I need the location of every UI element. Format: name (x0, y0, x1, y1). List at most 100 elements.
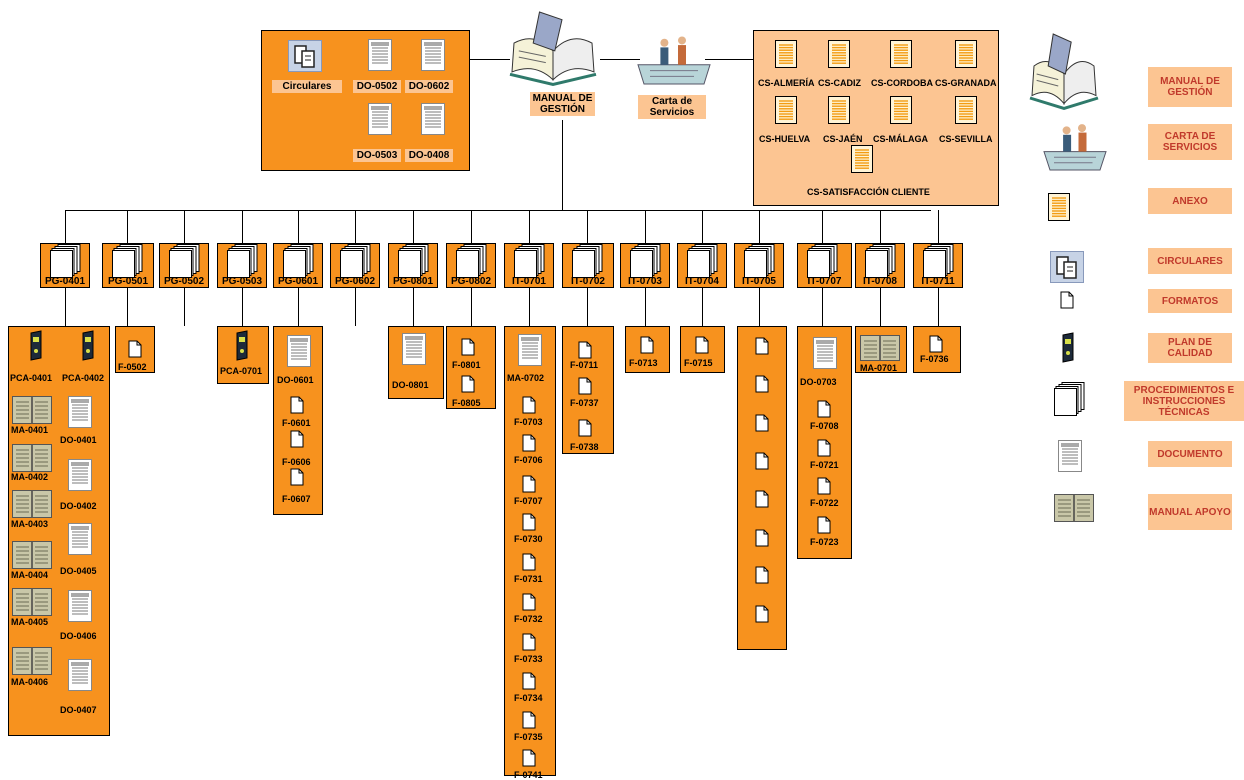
formato-icon (1060, 291, 1074, 309)
formato-icon (522, 711, 536, 729)
form-label: F-0711 (570, 360, 599, 370)
formato-icon (522, 749, 536, 767)
form-label: F-0502 (118, 362, 147, 372)
anexo-icon (955, 96, 977, 124)
anexo-label: CS-MÁLAGA (873, 134, 928, 144)
pca-label: PCA-0402 (62, 373, 105, 383)
manual-gestion-line: MANUAL DE (532, 93, 593, 104)
connector-line (65, 210, 66, 243)
formato-icon (755, 414, 769, 432)
legend-label: PROCEDIMIENTOS E INSTRUCCIONES TÉCNICAS (1124, 381, 1244, 421)
do-label: DO-0408 (405, 149, 453, 162)
manual-apoyo-icon (12, 541, 52, 569)
connector-line (242, 210, 243, 243)
documento-icon (368, 103, 392, 135)
documento-icon (287, 335, 311, 367)
form-label: F-0736 (920, 354, 949, 364)
do-label: DO-0407 (60, 705, 97, 715)
do-label: DO-0601 (277, 375, 314, 385)
formato-icon (522, 553, 536, 571)
form-label: F-0730 (514, 534, 543, 544)
connector-line (529, 210, 530, 243)
legend-label: MANUAL APOYO (1148, 494, 1232, 530)
procedimiento-icon (456, 244, 487, 278)
formato-icon (128, 340, 142, 358)
anexo-icon (1048, 193, 1070, 221)
procedure-label: PG-0801 (392, 276, 434, 287)
connector-line (702, 210, 703, 243)
procedure-label: IT-0711 (921, 276, 955, 287)
formato-icon (461, 375, 475, 393)
procedure-label: PG-0602 (334, 276, 376, 287)
circulares-icon (288, 40, 322, 72)
anexo-icon (828, 96, 850, 124)
carta-servicios-icon (637, 36, 711, 85)
legend-label: PLAN DE CALIDAD (1148, 333, 1232, 363)
connector-line (759, 288, 760, 326)
do-label: DO-0602 (405, 80, 453, 93)
ma-label: MA-0403 (11, 519, 49, 529)
form-label: F-0723 (810, 537, 839, 547)
formato-icon (522, 475, 536, 493)
documento-icon (68, 459, 92, 491)
procedure-label: IT-0701 (512, 276, 546, 287)
procedure-label: IT-0707 (807, 276, 842, 287)
connector-line (127, 288, 128, 326)
connector-line (822, 210, 823, 243)
formato-icon (755, 452, 769, 470)
manual-gestion-line: GESTIÓN (539, 104, 585, 115)
plan-calidad-icon (1062, 332, 1074, 363)
connector-line (562, 120, 563, 210)
anexo-icon (828, 40, 850, 68)
anexo-icon (890, 40, 912, 68)
connector-line (413, 288, 414, 326)
legend-label: MANUAL DE GESTIÓN (1148, 67, 1232, 107)
legend-label: FORMATOS (1148, 289, 1232, 313)
documento-icon (68, 523, 92, 555)
connector-line (413, 210, 414, 243)
procedimiento-icon (865, 244, 896, 278)
do-label: DO-0402 (60, 501, 97, 511)
procedimiento-icon (283, 244, 314, 278)
anexo-label: CS-SEVILLA (939, 134, 993, 144)
pca-label: PCA-0701 (220, 366, 263, 376)
formato-icon (290, 396, 304, 414)
form-label: F-0735 (514, 732, 543, 742)
manual-apoyo-icon (860, 335, 900, 361)
procedimiento-icon (169, 244, 200, 278)
form-label: F-0805 (452, 398, 481, 408)
procedimiento-icon (1054, 382, 1085, 416)
connector-line (645, 210, 646, 243)
procedure-label: PG-0502 (163, 276, 205, 287)
procedure-label: IT-0708 (863, 276, 897, 287)
formato-icon (578, 377, 592, 395)
connector-line (65, 288, 66, 326)
connector-line (242, 288, 243, 326)
connector-line (587, 288, 588, 326)
form-label: F-0607 (282, 494, 311, 504)
form-label: F-0606 (282, 457, 311, 467)
anexo-icon (775, 40, 797, 68)
form-label: F-0601 (282, 418, 311, 428)
connector-line (880, 210, 881, 243)
procedimiento-icon (398, 244, 429, 278)
anexo-label: CS-SATISFACCIÓN CLIENTE (807, 187, 930, 197)
procedure-label: IT-0704 (685, 276, 719, 287)
connector-line (471, 288, 472, 326)
carta-servicios-icon (1043, 124, 1107, 171)
procedimiento-icon (630, 244, 661, 278)
documento-icon (421, 39, 445, 71)
connector-line (587, 210, 588, 243)
manual-apoyo-icon (1054, 494, 1094, 522)
formato-icon (755, 605, 769, 623)
procedimiento-icon (572, 244, 603, 278)
do-label: DO-0401 (60, 435, 97, 445)
formato-icon (290, 468, 304, 486)
formato-icon (578, 419, 592, 437)
manual-gestion-icon (509, 11, 597, 86)
formato-icon (817, 477, 831, 495)
anexo-label: CS-CADIZ (818, 78, 861, 88)
formato-icon (640, 336, 654, 354)
procedimiento-icon (50, 244, 81, 278)
